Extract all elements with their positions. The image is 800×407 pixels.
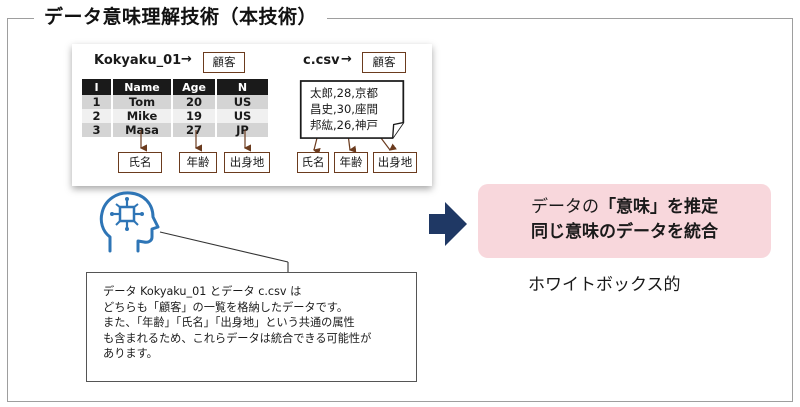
- right-arrow-icon: [429, 202, 467, 246]
- result-box: データの「意味」を推定 同じ意味のデータを統合: [478, 184, 771, 258]
- kokyaku-tag: 顧客: [203, 52, 245, 73]
- csv-attr-age: 年齢: [334, 152, 368, 173]
- table-cell: 20: [172, 95, 217, 109]
- kokyaku-table: I Name Age N 1 Tom 20 US 2 Mike 19 US 3 …: [82, 79, 268, 137]
- note-line: も含まれるため、これらデータは統合できる可能性が: [103, 331, 372, 345]
- kokyaku-attr-age: 年齢: [179, 152, 217, 173]
- table-cell: 27: [172, 123, 217, 137]
- table-cell: 3: [82, 123, 113, 137]
- column-header: N: [216, 79, 268, 95]
- table-cell: 19: [172, 109, 217, 123]
- kokyaku-table-name: Kokyaku_01: [94, 53, 182, 68]
- table-row: 3 Masa 27 JP: [82, 123, 268, 137]
- table-row: 1 Tom 20 US: [82, 95, 268, 109]
- table-row: 2 Mike 19 US: [82, 109, 268, 123]
- whitebox-label: ホワイトボックス的: [528, 275, 681, 295]
- csv-line: 昌史,30,座間: [310, 102, 378, 116]
- result-line-1-plain: データの: [531, 197, 599, 217]
- result-line-1-bold: 「意味」を推定: [599, 197, 718, 217]
- note-line: また、「年齢」「氏名」「出身地」という共通の属性: [103, 316, 355, 329]
- note-line: どちらも「顧客」の一覧を格納したデータです。: [103, 300, 349, 314]
- csv-attr-name: 氏名: [297, 152, 329, 173]
- csv-attr-origin: 出身地: [373, 152, 417, 173]
- table-cell: Masa: [112, 123, 173, 137]
- table-cell: US: [216, 109, 268, 123]
- explanation-note: データ Kokyaku_01 とデータ c.csv は どちらも「顧客」の一覧を…: [86, 272, 417, 382]
- column-header: I: [82, 79, 113, 95]
- note-line: データ Kokyaku_01 とデータ c.csv は: [103, 285, 302, 298]
- csv-line: 邦紘,26,神戸: [310, 118, 378, 132]
- column-header: Age: [172, 79, 217, 95]
- result-line-2: 同じ意味のデータを統合: [531, 222, 718, 242]
- table-cell: 1: [82, 95, 113, 109]
- kokyaku-attr-name: 氏名: [118, 152, 162, 173]
- csv-file-name: c.csv: [303, 53, 340, 68]
- outer-frame: [7, 18, 793, 402]
- csv-document-icon: [299, 80, 405, 139]
- csv-arrow-icon: →: [341, 52, 352, 67]
- table-cell: Mike: [112, 109, 173, 123]
- ai-head-icon: [99, 191, 160, 253]
- table-cell: JP: [216, 123, 268, 137]
- result-line-1: データの「意味」を推定: [478, 195, 771, 220]
- kokyaku-attr-origin: 出身地: [224, 152, 270, 173]
- kokyaku-arrow-icon: →: [181, 52, 192, 67]
- note-line: あります。: [103, 347, 158, 360]
- table-cell: Tom: [112, 95, 173, 109]
- table-cell: 2: [82, 109, 113, 123]
- column-header: Name: [112, 79, 173, 95]
- page-title: データ意味理解技術（本技術）: [34, 2, 328, 29]
- csv-tag: 顧客: [362, 52, 406, 73]
- csv-content: 太郎,28,京都 昌史,30,座間 邦紘,26,神戸: [310, 85, 378, 133]
- table-cell: US: [216, 95, 268, 109]
- csv-line: 太郎,28,京都: [310, 86, 378, 100]
